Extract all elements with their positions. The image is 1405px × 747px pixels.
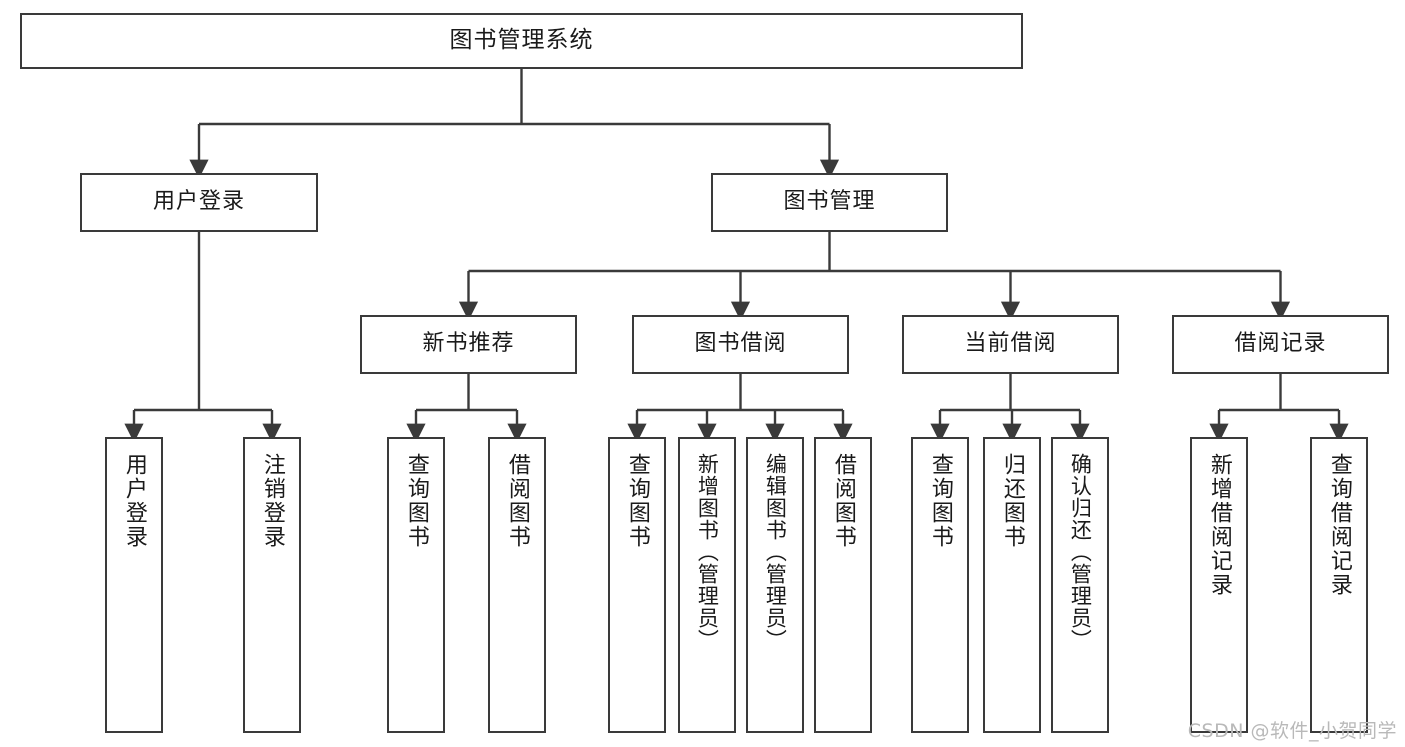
node-level2-0[interactable]: 新书推荐 <box>360 315 577 374</box>
node-label: 用户登录 <box>152 189 245 215</box>
node-leaf-9[interactable]: 归还图书 <box>983 437 1041 733</box>
watermark: CSDN @软件_小贺同学 <box>1187 720 1397 742</box>
node-label: 图书管理系统 <box>449 27 594 54</box>
node-leaf-1[interactable]: 注销登录 <box>243 437 301 733</box>
node-leaf-8[interactable]: 查询图书 <box>911 437 969 733</box>
node-leaf-11[interactable]: 新增借阅记录 <box>1190 437 1248 733</box>
node-label: 借阅图书 <box>504 453 530 549</box>
node-level1-0[interactable]: 用户登录 <box>80 173 318 232</box>
node-label: 新增图书（管理员） <box>695 453 720 651</box>
node-leaf-10[interactable]: 确认归还（管理员） <box>1051 437 1109 733</box>
node-leaf-4[interactable]: 查询图书 <box>608 437 666 733</box>
node-root[interactable]: 图书管理系统 <box>20 13 1023 69</box>
node-leaf-6[interactable]: 编辑图书（管理员） <box>746 437 804 733</box>
node-label: 新书推荐 <box>422 331 515 357</box>
node-level2-1[interactable]: 图书借阅 <box>632 315 849 374</box>
node-leaf-0[interactable]: 用户登录 <box>105 437 163 733</box>
node-label: 查询图书 <box>624 453 650 549</box>
node-leaf-3[interactable]: 借阅图书 <box>488 437 546 733</box>
node-label: 当前借阅 <box>964 331 1057 357</box>
node-label: 图书借阅 <box>694 331 787 357</box>
node-leaf-12[interactable]: 查询借阅记录 <box>1310 437 1368 733</box>
node-label: 确认归还（管理员） <box>1068 453 1093 651</box>
node-label: 图书管理 <box>783 189 876 215</box>
node-label: 编辑图书（管理员） <box>763 453 788 651</box>
node-leaf-7[interactable]: 借阅图书 <box>814 437 872 733</box>
node-label: 查询图书 <box>927 453 953 549</box>
node-level2-2[interactable]: 当前借阅 <box>902 315 1119 374</box>
node-label: 归还图书 <box>999 453 1025 549</box>
node-label: 用户登录 <box>121 453 147 549</box>
node-label: 注销登录 <box>259 453 285 549</box>
node-label: 查询借阅记录 <box>1326 453 1352 597</box>
node-leaf-2[interactable]: 查询图书 <box>387 437 445 733</box>
node-label: 新增借阅记录 <box>1206 453 1232 597</box>
node-leaf-5[interactable]: 新增图书（管理员） <box>678 437 736 733</box>
node-level1-1[interactable]: 图书管理 <box>711 173 948 232</box>
node-label: 借阅图书 <box>830 453 856 549</box>
node-label: 借阅记录 <box>1234 331 1327 357</box>
node-label: 查询图书 <box>403 453 429 549</box>
node-level2-3[interactable]: 借阅记录 <box>1172 315 1389 374</box>
